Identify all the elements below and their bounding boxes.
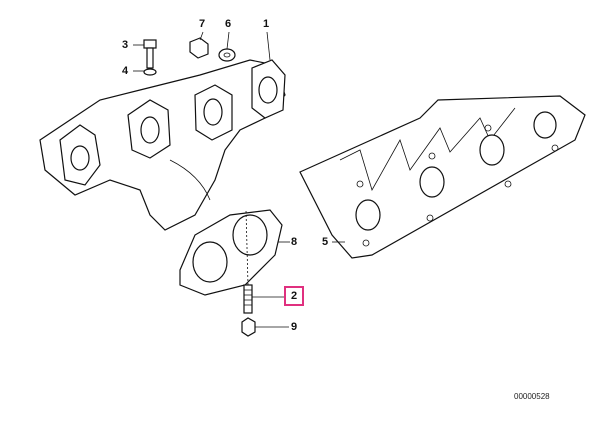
manifold-gasket-part-5[interactable] — [299, 95, 586, 259]
callout-5[interactable]: 5 — [322, 236, 329, 248]
flange-gasket-part-8[interactable] — [179, 209, 283, 296]
leader-lines — [133, 31, 345, 328]
nut-part-7[interactable] — [189, 37, 209, 59]
callout-8[interactable]: 8 — [291, 236, 298, 248]
exhaust-manifold-part-1[interactable] — [39, 59, 286, 231]
callout-1[interactable]: 1 — [263, 18, 270, 30]
stud-part-2[interactable] — [243, 284, 253, 314]
drawing-code: 00000528 — [514, 392, 550, 401]
callout-4[interactable]: 4 — [122, 65, 129, 77]
bolt-part-3[interactable] — [143, 39, 157, 69]
washer-part-6[interactable] — [218, 48, 236, 62]
nut-part-9[interactable] — [241, 317, 256, 337]
callout-3[interactable]: 3 — [122, 39, 129, 51]
callout-9[interactable]: 9 — [291, 321, 298, 333]
callout-7[interactable]: 7 — [199, 18, 206, 30]
callout-6[interactable]: 6 — [225, 18, 232, 30]
callout-2-highlighted[interactable]: 2 — [284, 286, 304, 306]
washer-part-4[interactable] — [143, 68, 157, 76]
